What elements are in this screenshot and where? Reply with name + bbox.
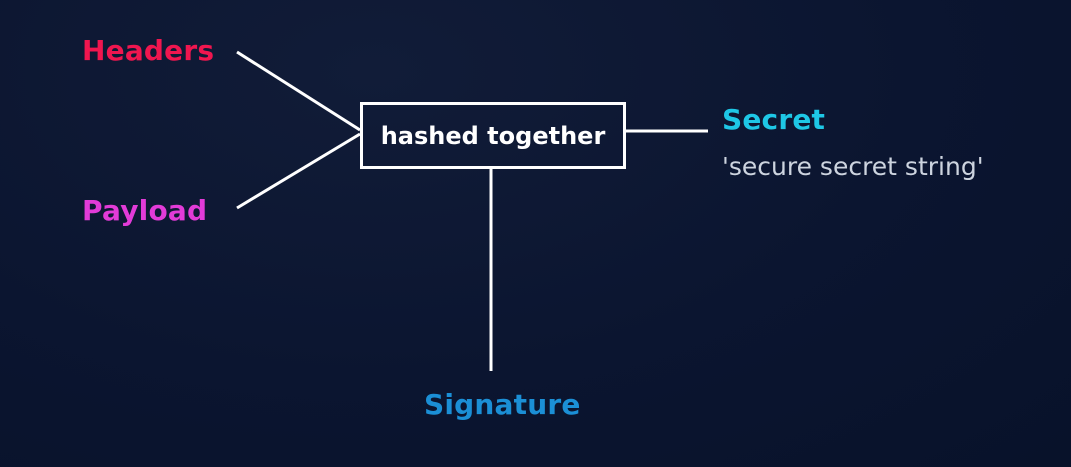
secret-label: Secret xyxy=(722,103,826,136)
headers-label: Headers xyxy=(82,34,215,67)
signature-label: Signature xyxy=(424,388,581,421)
hash-process-box: hashed together xyxy=(360,102,626,169)
secret-value: 'secure secret string' xyxy=(722,152,984,181)
payload-label: Payload xyxy=(82,194,208,227)
payload-connector xyxy=(236,132,361,210)
hash-process-label: hashed together xyxy=(380,121,606,150)
headers-connector xyxy=(236,50,361,132)
